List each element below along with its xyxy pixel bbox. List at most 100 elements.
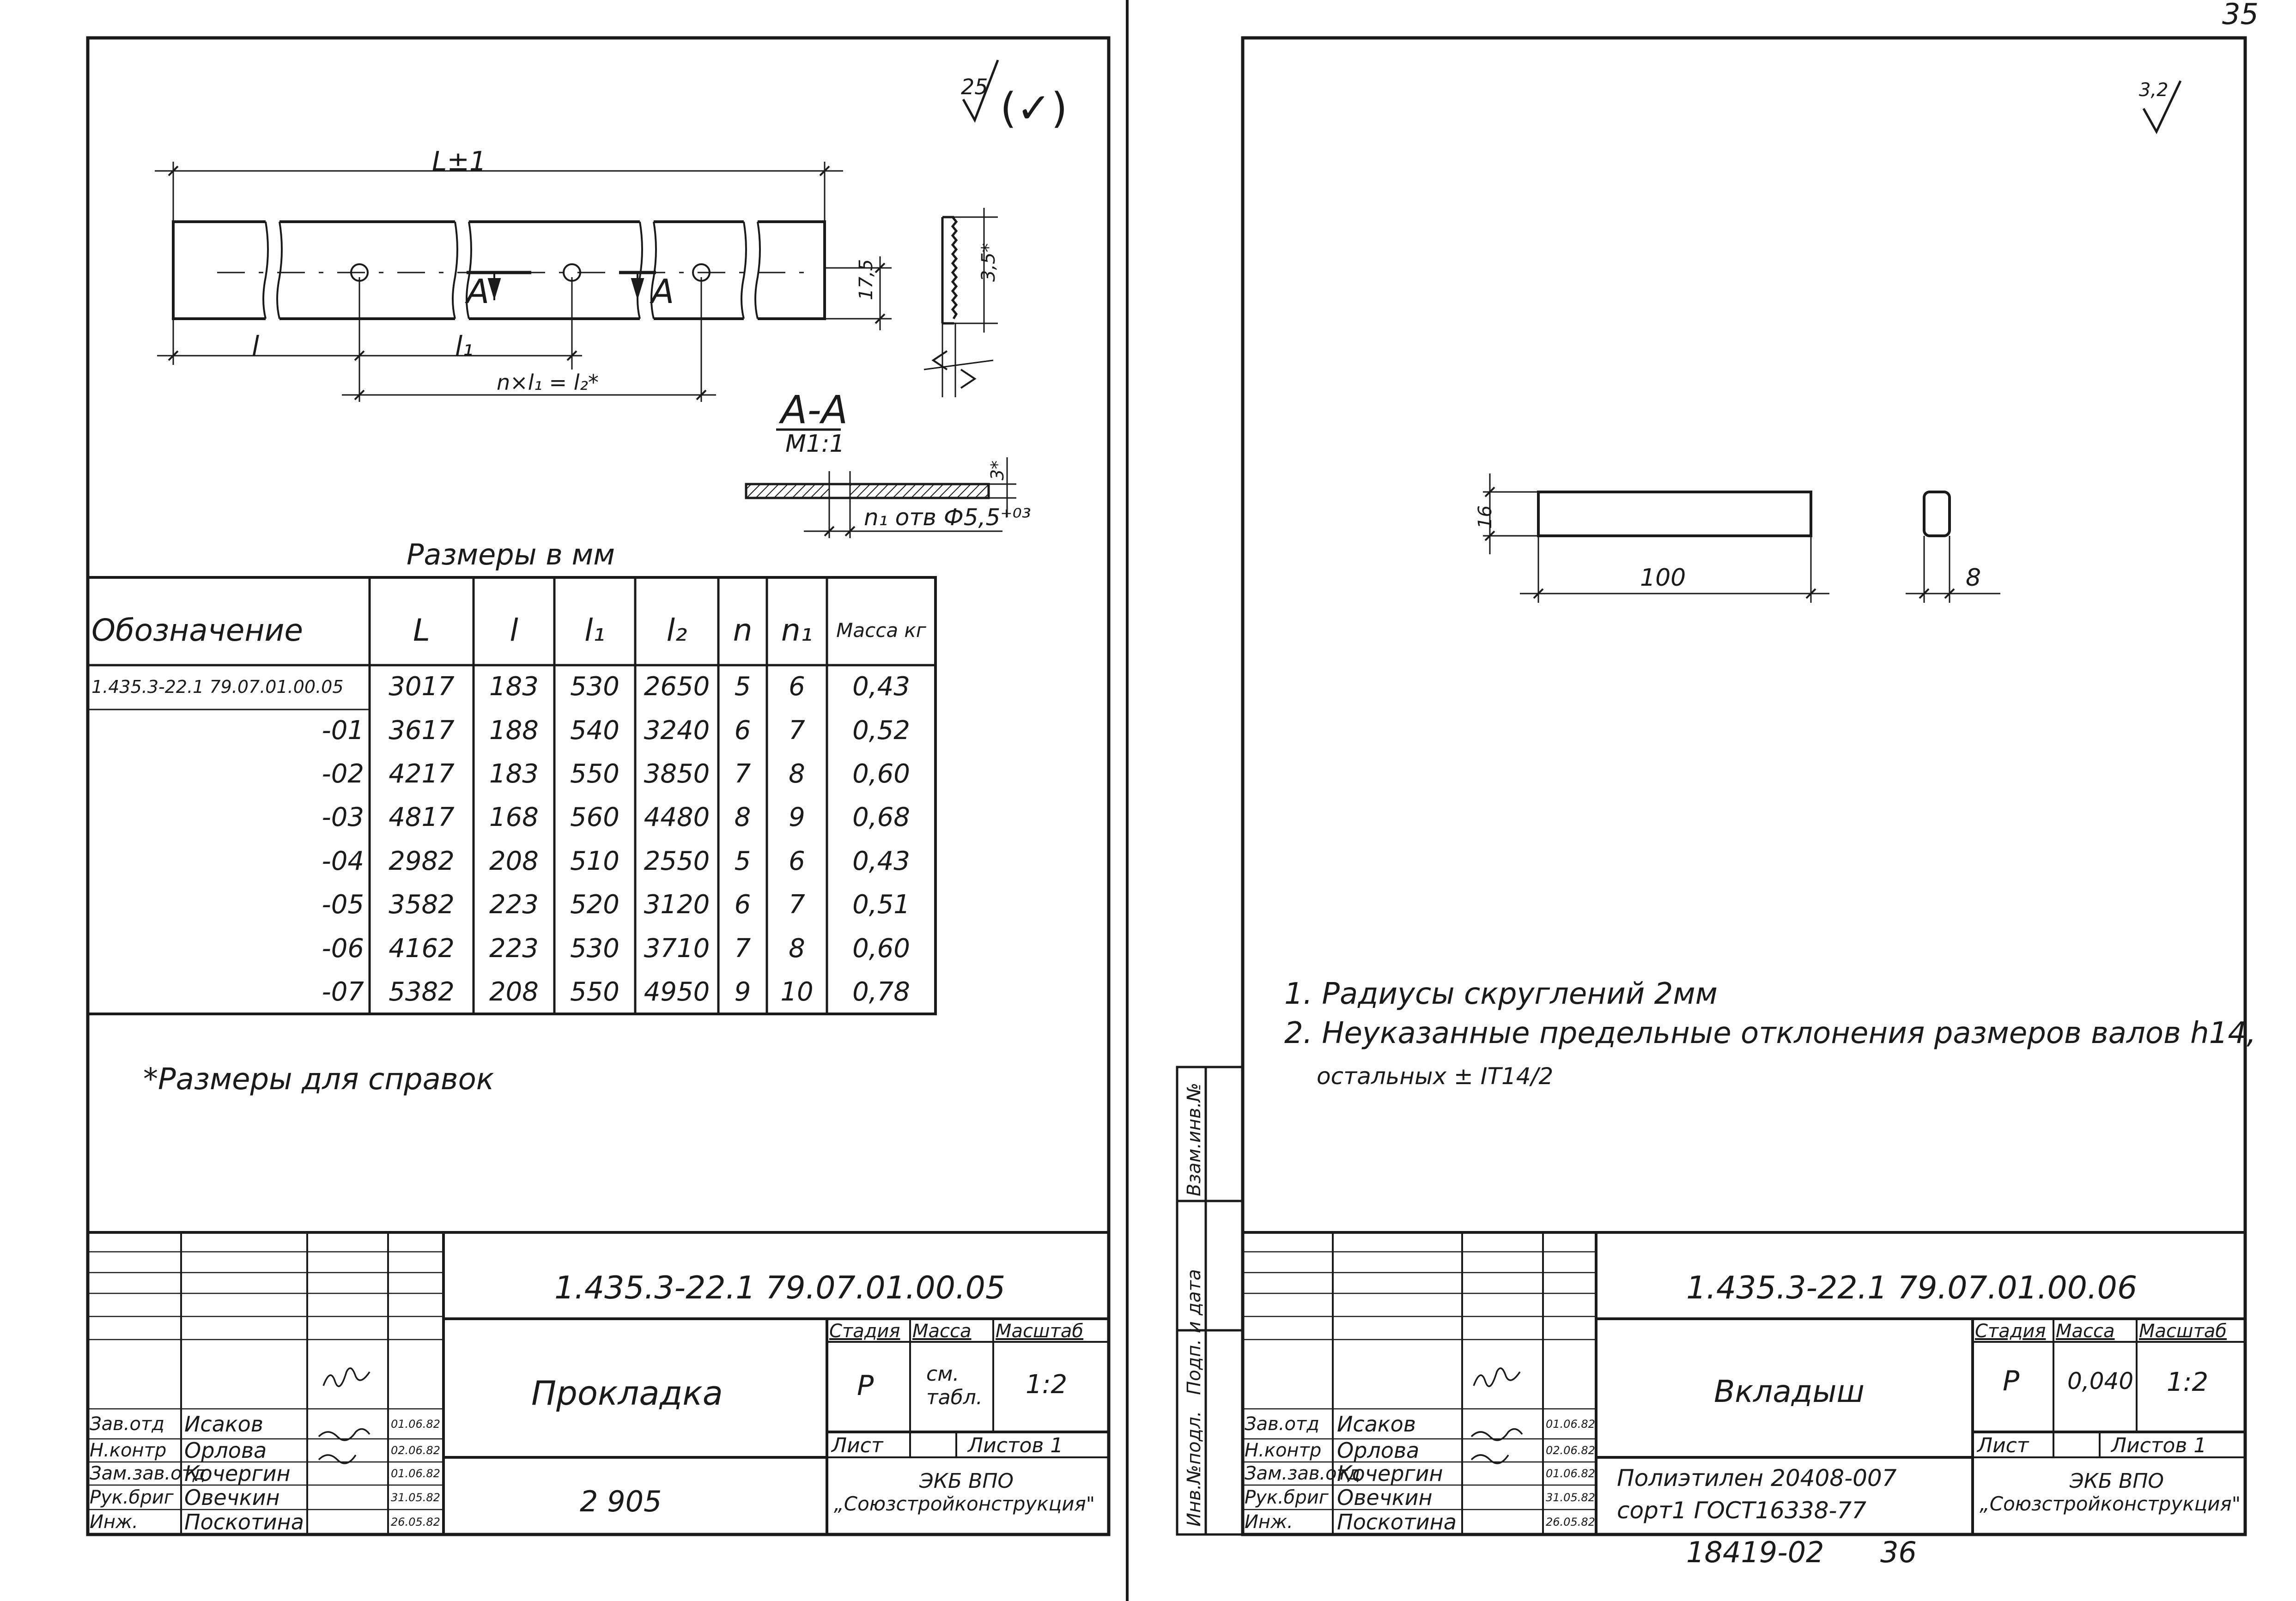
tb1-material: 2 905 [580, 1485, 662, 1518]
tb1-sheets-label: Листов 1 [968, 1434, 1063, 1457]
table-header-cell: n₁ [781, 613, 813, 648]
signer-date: 02.06.82 [1546, 1444, 1595, 1457]
table-cell: -02 [322, 758, 364, 789]
table-cell: 208 [489, 846, 539, 876]
table-cell: 3617 [389, 715, 455, 746]
table-cell: 550 [570, 976, 620, 1007]
table-cell: 8 [789, 758, 805, 789]
signer-role: Н.контр [1245, 1440, 1322, 1461]
table-cell: 183 [489, 672, 539, 702]
table-cell: 510 [570, 846, 620, 876]
tb2-material-line2: сорт1 ГОСТ16338-77 [1617, 1497, 1867, 1524]
tb1-mass: см. табл. [926, 1362, 983, 1409]
section-title: А-А [781, 387, 848, 432]
signer-name: Исаков [184, 1411, 263, 1437]
table-cell: 6 [789, 672, 805, 702]
section-scale: М1:1 [785, 430, 845, 458]
signer-role: Зав.отд [90, 1413, 164, 1435]
tb1-code: 1.435.3-22.1 79.07.01.00.05 [554, 1270, 1006, 1306]
table-cell: -05 [322, 890, 364, 920]
signer-date: 01.06.82 [391, 1417, 440, 1431]
tb2-material-line1: Полиэтилен 20408-007 [1617, 1465, 1897, 1492]
signer-name: Поскотина [1337, 1510, 1457, 1534]
table-cell: 4480 [644, 802, 710, 833]
tb1-name: Прокладка [531, 1374, 723, 1413]
table-cell: 188 [489, 715, 539, 746]
table-cell: 0,68 [852, 802, 910, 833]
signer-date: 31.05.82 [1546, 1491, 1595, 1504]
table-header-cell: L [413, 613, 430, 648]
table-cell: 4817 [389, 802, 455, 833]
sheet1-roughness-extra: (✓) [1000, 84, 1068, 133]
table-cell: 4217 [389, 758, 455, 789]
table-cell: 5382 [389, 976, 455, 1007]
tb1-sheet-label: Лист [832, 1434, 883, 1457]
table-cell: 530 [570, 933, 620, 964]
signer-role: Н.контр [90, 1440, 167, 1461]
table-cell: 3017 [389, 672, 455, 702]
reference-note: *Размеры для справок [143, 1062, 494, 1097]
table-cell: 0,51 [852, 890, 910, 920]
table-cell: -03 [322, 802, 364, 833]
table-cell: 540 [570, 715, 620, 746]
dim-l1: l₁ [455, 330, 474, 362]
signer-date: 01.06.82 [1546, 1417, 1595, 1431]
table-cell: 7 [734, 933, 751, 964]
dim-part-width: 8 [1966, 564, 1981, 592]
dim-part-height: 16 [1475, 505, 1496, 529]
table-caption: Размеры в мм [407, 538, 615, 571]
table-cell: 168 [489, 802, 539, 833]
table-cell: 1.435.3-22.1 79.07.01.00.05 [91, 677, 344, 697]
dim-thickness: 3,5* [978, 243, 999, 282]
table-cell: 0,43 [852, 846, 910, 876]
table-cell: 0,52 [852, 715, 910, 746]
tb2-code: 1.435.3-22.1 79.07.01.00.06 [1686, 1270, 2138, 1306]
sheet2-roughness-value: 3,2 [2139, 79, 2168, 101]
dim-total-length: L±1 [432, 146, 486, 177]
tb1-org-line1: ЭКБ ВПО [919, 1469, 1014, 1493]
tb2-sheets-label: Листов 1 [2111, 1434, 2207, 1457]
table-header-cell: n [733, 613, 753, 648]
side-label-replace: Взам.инв.№ [1184, 1082, 1205, 1196]
table-cell: 2650 [644, 672, 710, 702]
signer-date: 01.06.82 [1546, 1467, 1595, 1480]
dim-n-l1: n×l₁ = l₂* [497, 370, 599, 395]
footer-code: 18419-02 [1686, 1535, 1824, 1569]
note-1: 1. Радиусы скруглений 2мм [1284, 977, 1718, 1011]
table-cell: -04 [322, 846, 364, 876]
tb2-org-line2: „Союзстройконструкция" [1980, 1492, 2241, 1515]
tb1-mass-label: Масса [912, 1321, 972, 1342]
table-cell: 6 [734, 890, 751, 920]
section-mark-right: А [651, 272, 674, 311]
table-header-cell: l [510, 613, 518, 648]
table-cell: 0,43 [852, 672, 910, 702]
signer-role: Инж. [1245, 1511, 1293, 1533]
tb2-sheet-label: Лист [1977, 1434, 2029, 1457]
table-header-cell: Обозначение [91, 613, 303, 648]
section-thickness: 3* [987, 460, 1008, 480]
table-cell: 5 [734, 672, 751, 702]
table-cell: 4162 [389, 933, 455, 964]
table-header-cell: l₂ [666, 613, 687, 648]
signer-role: Зам.зав.отд [1245, 1463, 1361, 1484]
table-cell: 2982 [389, 846, 455, 876]
signer-role: Зав.отд [1245, 1413, 1319, 1435]
table-cell: 560 [570, 802, 620, 833]
table-cell: 7 [789, 715, 805, 746]
signer-role: Инж. [90, 1511, 138, 1533]
dim-l: l [252, 330, 260, 362]
table-cell: 3710 [644, 933, 710, 964]
tb2-mass: 0,040 [2067, 1368, 2134, 1395]
table-cell: 0,60 [852, 933, 910, 964]
table-cell: 3850 [644, 758, 710, 789]
table-cell: 6 [734, 715, 751, 746]
signer-date: 31.05.82 [391, 1491, 440, 1504]
signer-role: Рук.бриг [1245, 1486, 1329, 1508]
table-cell: 9 [789, 802, 805, 833]
table-cell: 0,60 [852, 758, 910, 789]
table-header-cell: l₁ [584, 613, 605, 648]
signer-name: Орлова [1337, 1438, 1420, 1463]
tb1-scale-label: Масштаб [996, 1321, 1084, 1342]
table-cell: 530 [570, 672, 620, 702]
